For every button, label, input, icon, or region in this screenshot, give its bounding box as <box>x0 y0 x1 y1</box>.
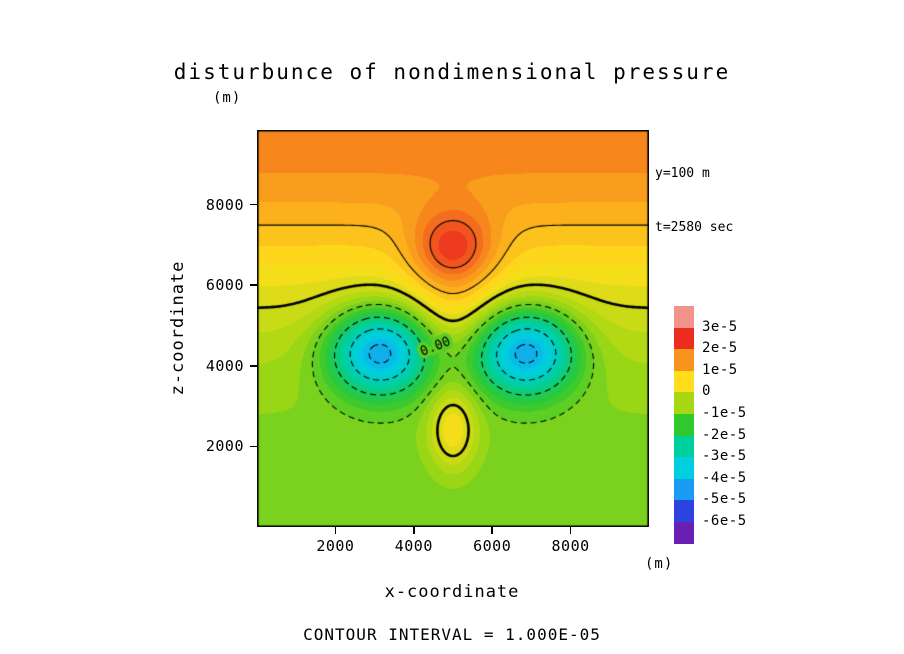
colorbar-swatch <box>674 478 694 501</box>
colorbar-label: 2e-5 <box>702 340 738 357</box>
colorbar-label: -2e-5 <box>702 426 747 443</box>
colorbar-label: -4e-5 <box>702 469 747 486</box>
z-axis-tick <box>250 284 257 286</box>
x-axis-tick-label: 8000 <box>551 537 590 555</box>
plane-annotation: y=100 m <box>655 166 710 181</box>
x-axis-tick <box>491 527 493 534</box>
colorbar-label: 3e-5 <box>702 318 738 335</box>
colorbar-label: 1e-5 <box>702 361 738 378</box>
x-axis-tick <box>413 527 415 534</box>
colorbar-label: -6e-5 <box>702 513 747 529</box>
x-axis-tick <box>334 527 337 534</box>
colorbar-swatch <box>674 435 694 458</box>
x-axis-tick-label: 4000 <box>394 537 433 555</box>
colorbar-swatch <box>674 370 694 393</box>
z-axis-label: z-coordinate <box>168 260 188 396</box>
colorbar-label: -5e-5 <box>702 491 747 508</box>
colorbar-label: -1e-5 <box>702 405 747 421</box>
x-axis-tick <box>569 527 572 534</box>
colorbar-swatch <box>674 457 694 479</box>
slice-annotations: y=100 m t=2580 sec <box>655 129 733 255</box>
colorbar-swatch <box>674 392 694 414</box>
colorbar-swatch <box>674 500 694 522</box>
colorbar-swatch <box>674 306 694 328</box>
z-axis-tick-label: 6000 <box>205 276 244 295</box>
contour-interval-note: CONTOUR INTERVAL = 1.000E-05 <box>303 625 601 644</box>
time-annotation: t=2580 sec <box>655 220 734 235</box>
z-axis-tick-label: 8000 <box>205 195 244 214</box>
z-axis-tick-label: 4000 <box>205 356 244 375</box>
colorbar-label: -3e-5 <box>702 448 747 465</box>
colorbar-swatch <box>674 414 694 436</box>
z-axis-tick <box>250 445 257 448</box>
colorbar-swatch <box>674 522 694 544</box>
x-axis-tick-label: 2000 <box>316 537 355 555</box>
x-axis-label: x-coordinate <box>384 582 520 602</box>
z-axis-tick <box>250 365 257 367</box>
plot-title: disturbunce of nondimensional pressure <box>173 60 731 84</box>
z-axis-tick <box>250 203 257 206</box>
z-axis-unit: (m) <box>213 90 242 106</box>
x-axis-tick-label: 6000 <box>473 537 512 555</box>
colorbar-swatch <box>674 327 694 350</box>
colorbar-label: 0 <box>702 383 711 400</box>
colorbar-swatch <box>674 349 694 371</box>
z-axis-tick-label: 2000 <box>205 437 244 456</box>
contour-plot-canvas <box>257 130 649 527</box>
x-axis-unit: (m) <box>645 556 674 572</box>
